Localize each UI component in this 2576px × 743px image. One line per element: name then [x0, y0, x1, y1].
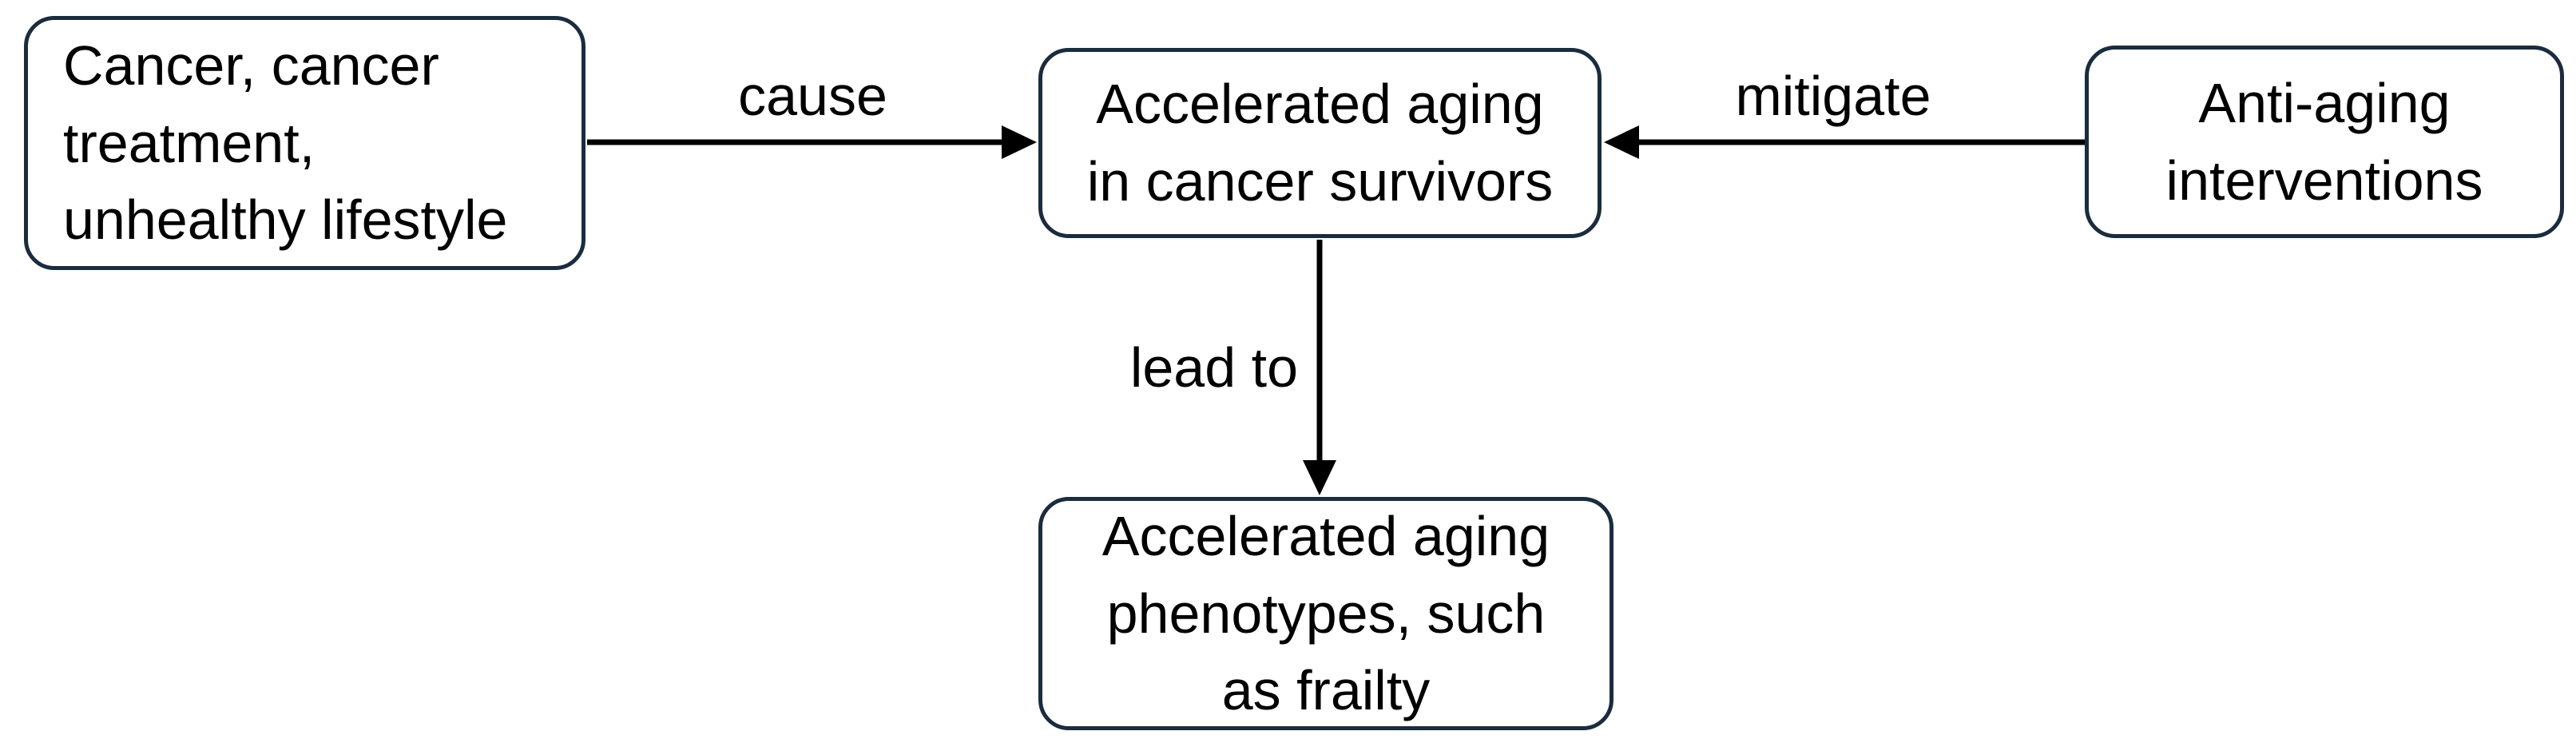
node-text-line: phenotypes, such — [1106, 582, 1546, 645]
node-cancer-causes: Cancer, cancer treatment, unhealthy life… — [24, 16, 585, 270]
node-text-line: Accelerated aging — [1096, 73, 1544, 136]
node-anti-aging-interventions: Anti-aging interventions — [2085, 46, 2564, 238]
node-text-line: treatment, — [63, 111, 316, 174]
node-text-line: Cancer, cancer — [63, 34, 439, 97]
edge-label-cause: cause — [738, 65, 887, 127]
mitigate-arrowhead-icon — [1604, 125, 1639, 159]
node-text-line: interventions — [2165, 149, 2483, 212]
node-text-line: in cancer survivors — [1086, 150, 1554, 213]
lead-to-arrowhead-icon — [1303, 460, 1336, 495]
node-text-line: unhealthy lifestyle — [63, 189, 508, 252]
node-text-line: Anti-aging — [2198, 71, 2451, 134]
node-text-line: Accelerated aging — [1101, 505, 1550, 568]
node-aging-phenotypes: Accelerated aging phenotypes, such as fr… — [1038, 497, 1613, 730]
edge-label-mitigate: mitigate — [1735, 65, 1931, 127]
node-text-line: as frailty — [1221, 659, 1431, 722]
cause-arrowhead-icon — [1002, 125, 1037, 159]
edge-label-lead-to: lead to — [1129, 336, 1298, 399]
node-accelerated-aging: Accelerated aging in cancer survivors — [1038, 48, 1602, 238]
